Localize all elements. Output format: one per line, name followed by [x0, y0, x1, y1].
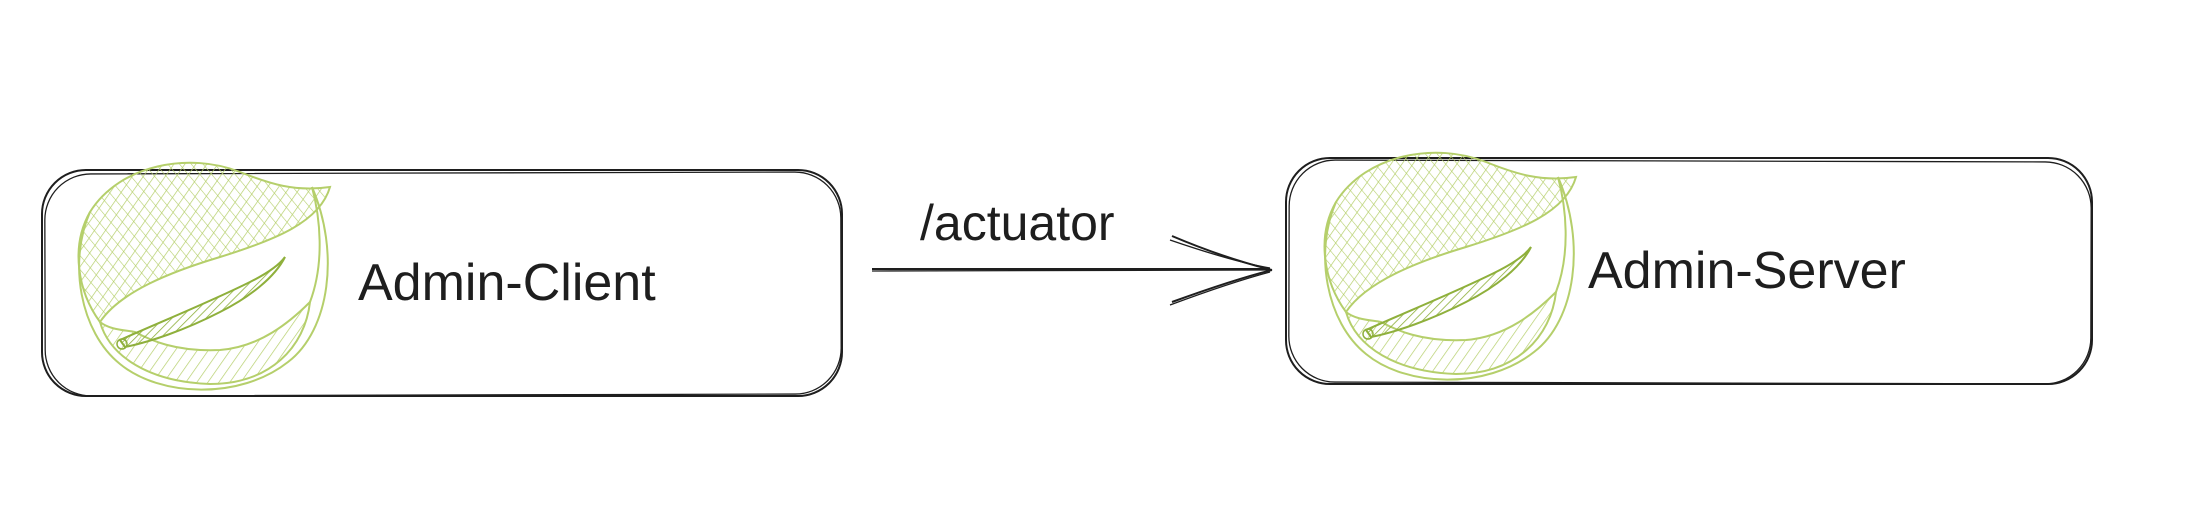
node-label: Admin-Client	[358, 254, 656, 312]
node-box	[1285, 157, 2093, 385]
node-box	[41, 169, 843, 397]
node-label: Admin-Server	[1588, 242, 1906, 300]
node-box-sketch	[44, 171, 842, 397]
node-box-sketch	[1288, 159, 2092, 385]
node-admin-server: Admin-Server	[1285, 151, 2093, 385]
spring-leaf-icon	[77, 161, 331, 391]
arrowhead-icon	[1169, 235, 1273, 306]
edge-label: /actuator	[920, 195, 1115, 251]
edge-line-sketch	[871, 269, 1269, 272]
node-admin-client: Admin-Client	[41, 161, 843, 397]
edge-client-to-server: /actuator	[871, 195, 1273, 306]
spring-leaf-icon	[1323, 151, 1577, 381]
